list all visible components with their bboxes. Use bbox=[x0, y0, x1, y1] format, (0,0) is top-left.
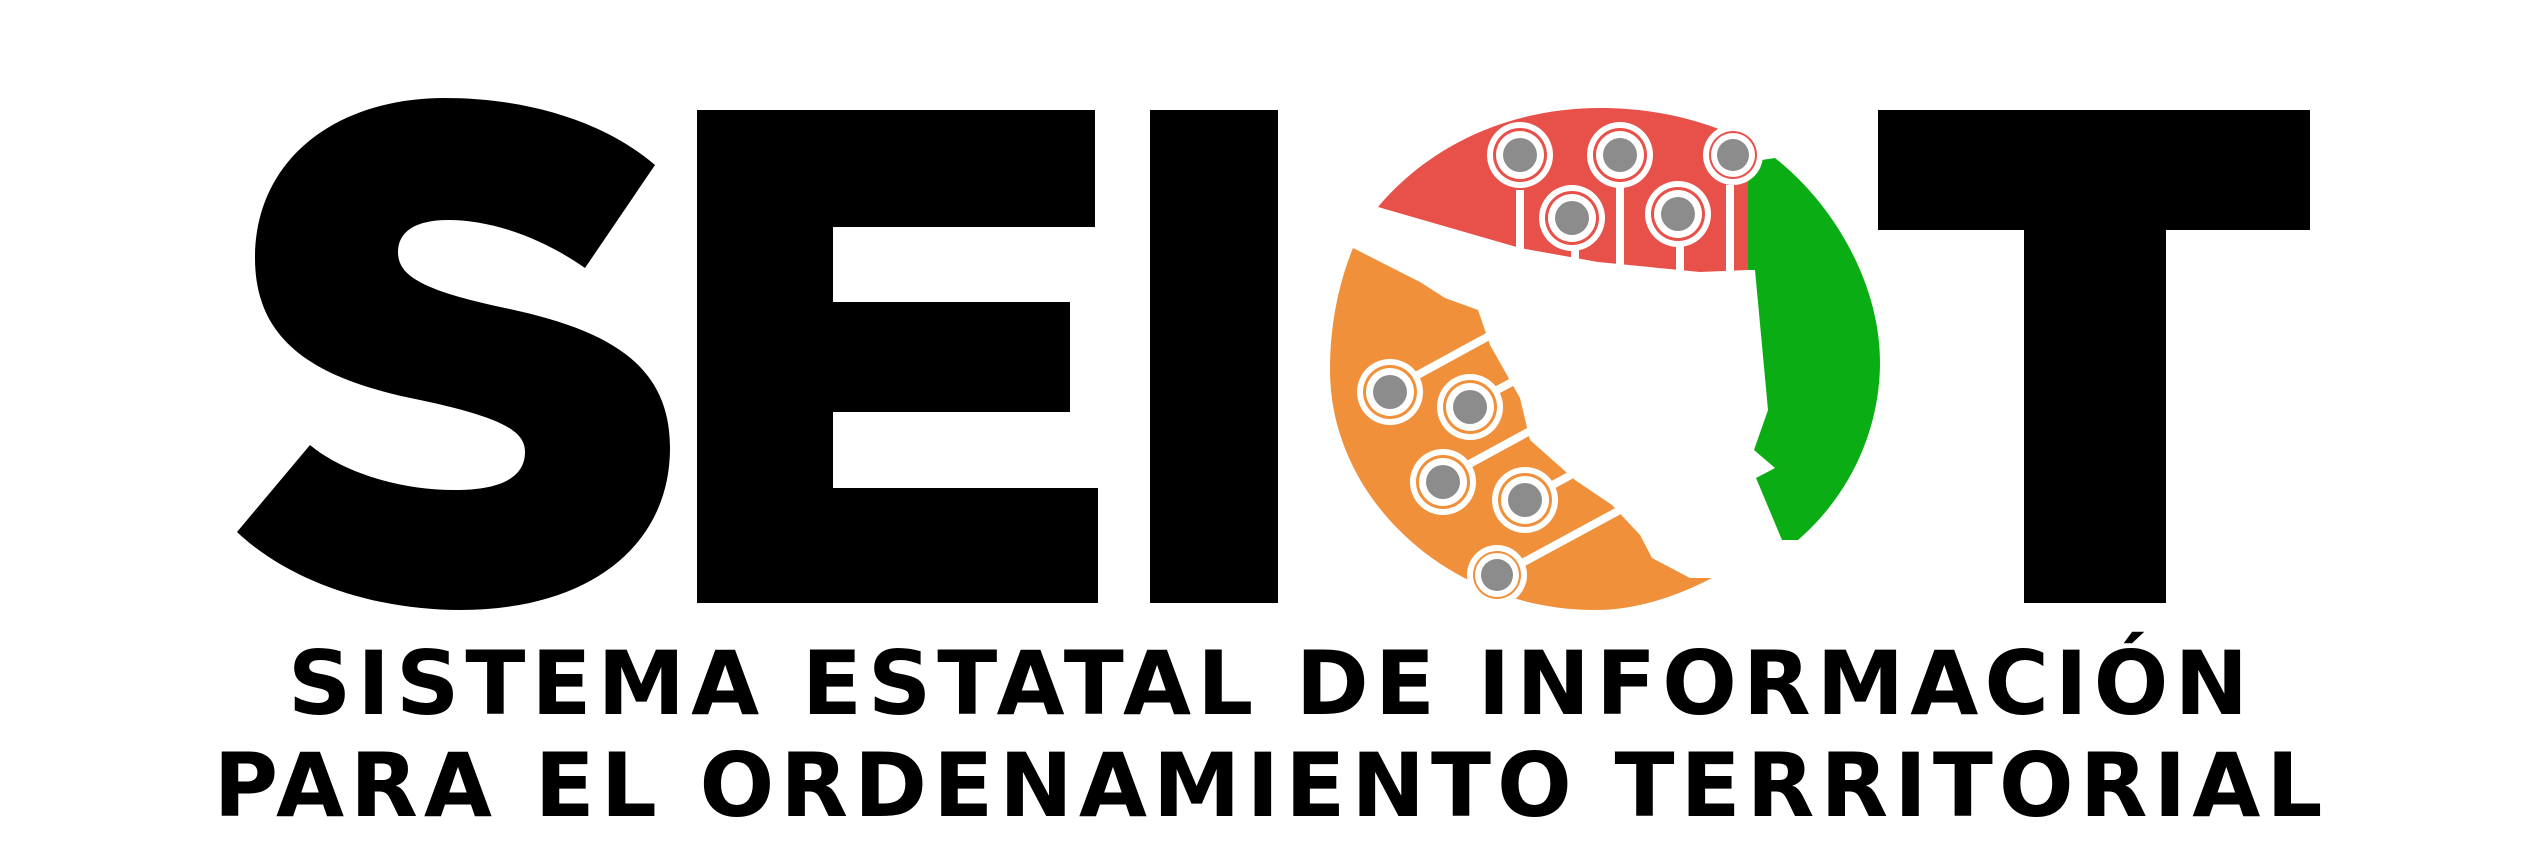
subtitle-line-1: SISTEMA ESTATAL DE INFORMACIÓN bbox=[287, 632, 2255, 735]
circuit-nodes bbox=[1357, 122, 1763, 605]
letter-t bbox=[1878, 110, 2310, 603]
letter-i bbox=[1150, 110, 1278, 603]
letter-s bbox=[237, 98, 670, 610]
letter-o-circuit bbox=[1330, 108, 1880, 610]
subtitle-line-2: PARA EL ORDENAMIENTO TERRITORIAL bbox=[213, 734, 2329, 837]
letter-e bbox=[697, 110, 1098, 603]
